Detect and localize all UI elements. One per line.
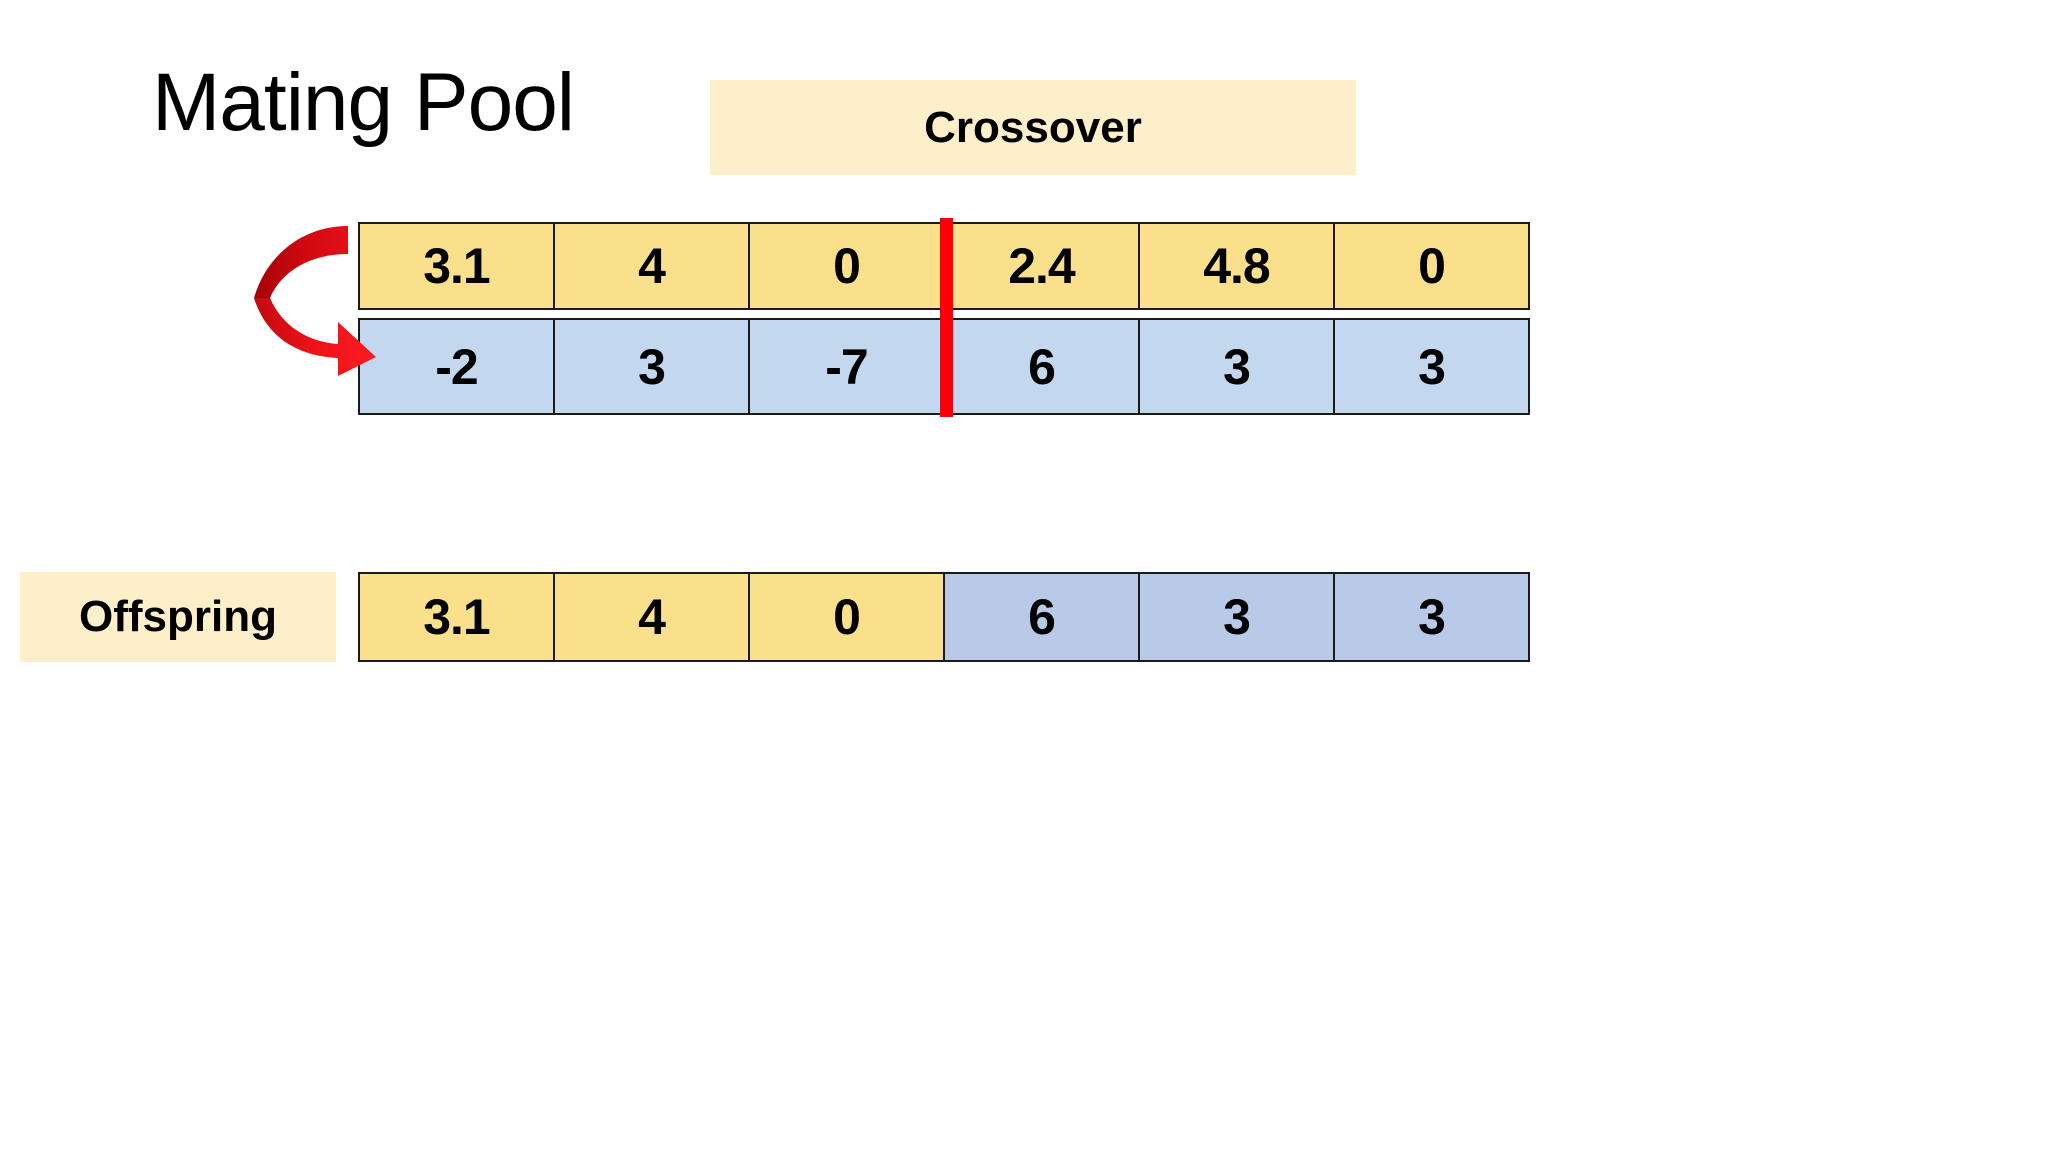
parent-1-gene-2: 0 — [748, 222, 945, 310]
parent-1-gene-5: 0 — [1333, 222, 1530, 310]
curved-swap-arrow-icon — [252, 218, 382, 378]
parent-2-gene-2: -7 — [748, 318, 945, 415]
parent-1-gene-4: 4.8 — [1138, 222, 1335, 310]
crossover-label: Crossover — [710, 80, 1356, 175]
offspring-chromosome: 3.1 4 0 6 3 3 — [358, 572, 1530, 662]
offspring-gene-5: 3 — [1333, 572, 1530, 662]
parent-1-gene-1: 4 — [553, 222, 750, 310]
offspring-gene-4: 3 — [1138, 572, 1335, 662]
offspring-gene-1: 4 — [553, 572, 750, 662]
page-title: Mating Pool — [152, 57, 575, 148]
parent-2-gene-4: 3 — [1138, 318, 1335, 415]
parent-1-gene-3: 2.4 — [943, 222, 1140, 310]
parent-2-gene-1: 3 — [553, 318, 750, 415]
offspring-label: Offspring — [20, 572, 336, 662]
crossover-cut-line-icon — [940, 218, 953, 417]
parent-1-gene-0: 3.1 — [358, 222, 555, 310]
parent-2-gene-5: 3 — [1333, 318, 1530, 415]
parent-2-gene-3: 6 — [943, 318, 1140, 415]
parent-2-gene-0: -2 — [358, 318, 555, 415]
parent-2-chromosome: -2 3 -7 6 3 3 — [358, 318, 1530, 415]
offspring-gene-2: 0 — [748, 572, 945, 662]
parent-1-chromosome: 3.1 4 0 2.4 4.8 0 — [358, 222, 1530, 310]
offspring-gene-3: 6 — [943, 572, 1140, 662]
offspring-gene-0: 3.1 — [358, 572, 555, 662]
